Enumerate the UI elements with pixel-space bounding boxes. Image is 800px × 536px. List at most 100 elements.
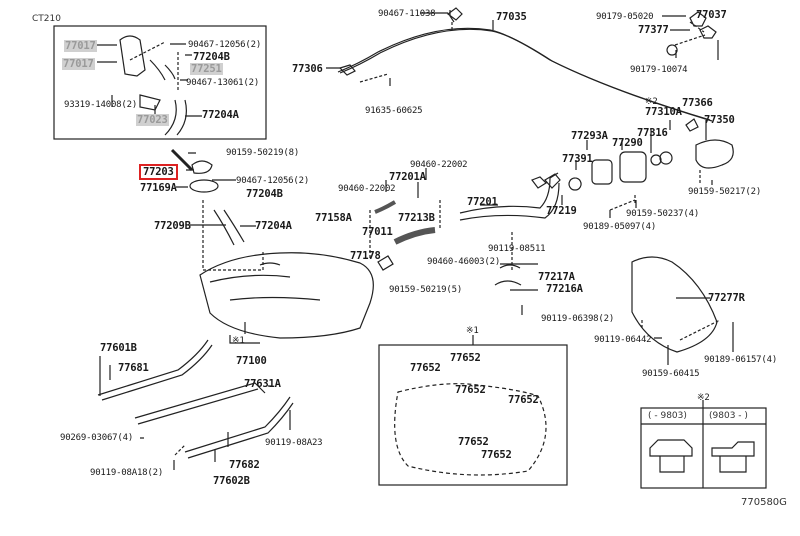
part-label-90189-05097[interactable]: 90189-05097(4) (583, 222, 657, 232)
part-label-90460-22002-left[interactable]: 90460-22002 (338, 184, 396, 194)
part-label-77100[interactable]: 77100 (236, 355, 267, 367)
gasket-shape (189, 179, 219, 193)
part-label-77201a[interactable]: 77201A (389, 171, 426, 183)
part-label-77203-selected[interactable]: 77203 (139, 164, 178, 180)
part-label-77682[interactable]: 77682 (229, 459, 260, 471)
part-label-93319-14008[interactable]: 93319-14008(2) (64, 100, 138, 110)
part-label-77391[interactable]: 77391 (562, 153, 593, 165)
part-label-90189-06157[interactable]: 90189-06157(4) (704, 355, 778, 365)
part-label-77681[interactable]: 77681 (118, 362, 149, 374)
part-label-77204a[interactable]: 77204A (255, 220, 292, 232)
cap-column-after-9803: (9803 - ) (709, 411, 748, 421)
part-label-77277r[interactable]: 77277R (708, 292, 745, 304)
cap-shape (659, 151, 673, 165)
part-label-90460-46003[interactable]: 90460-46003(2) (427, 257, 501, 267)
part-label-90467-13061[interactable]: 90467-13061(2) (186, 78, 260, 88)
part-label-90467-12056-inset[interactable]: 90467-12056(2) (188, 40, 262, 50)
breather-hose-shape (374, 200, 397, 214)
part-label-90269-03067[interactable]: 90269-03067(4) (60, 433, 134, 443)
note-1-tank: ※1 (232, 336, 245, 346)
part-label-90467-11038[interactable]: 90467-11038 (378, 9, 436, 19)
part-label-77316[interactable]: 77316 (637, 127, 668, 139)
lever-shape (338, 64, 356, 76)
band-front-shape (97, 339, 213, 401)
part-label-77377[interactable]: 77377 (638, 24, 669, 36)
part-label-77201[interactable]: 77201 (467, 196, 498, 208)
part-label-90159-50217[interactable]: 90159-50217(2) (688, 187, 762, 197)
inset-pads-frame (378, 344, 568, 486)
part-label-77601b[interactable]: 77601B (100, 342, 137, 354)
inset-tube-shape (164, 99, 187, 136)
part-label-77310a[interactable]: 77310A (645, 106, 682, 118)
pump-shape (191, 160, 213, 174)
part-label-77631a[interactable]: 77631A (244, 378, 281, 390)
cable-clip-shape (447, 7, 463, 21)
band-rear-shape (184, 396, 294, 459)
part-label-77652-6[interactable]: 77652 (481, 449, 512, 461)
cap-column-before-9803: ( - 9803) (648, 411, 687, 421)
valve-shape (377, 255, 394, 271)
inset-hose-shape (149, 59, 176, 81)
part-label-77017-a[interactable]: 77017 (64, 40, 97, 52)
part-label-77652-1[interactable]: 77652 (410, 362, 441, 374)
part-label-77217a[interactable]: 77217A (538, 271, 575, 283)
inset-ct210-frame (53, 25, 267, 140)
pump-arrow-shape (170, 148, 194, 172)
part-label-90119-08511[interactable]: 90119-08511 (488, 244, 546, 254)
inset-canister-shape (119, 35, 146, 77)
hinge-shape (685, 118, 699, 132)
inset-ct210-title: CT210 (32, 14, 61, 24)
clamp-shapes (494, 264, 522, 286)
part-label-77652-4[interactable]: 77652 (508, 394, 539, 406)
part-label-90460-22002-top[interactable]: 90460-22002 (410, 160, 468, 170)
lid-lock-shape (666, 11, 717, 56)
part-label-77213b[interactable]: 77213B (398, 212, 435, 224)
part-label-77293a[interactable]: 77293A (571, 130, 608, 142)
part-label-77023[interactable]: 77023 (136, 114, 169, 126)
part-label-77290[interactable]: 77290 (612, 137, 643, 149)
part-label-77366[interactable]: 77366 (682, 97, 713, 109)
part-label-77209b[interactable]: 77209B (154, 220, 191, 232)
cap-old-shape (649, 439, 693, 473)
tank-outline-dashed (394, 383, 547, 476)
part-label-77652-3[interactable]: 77652 (455, 384, 486, 396)
part-label-90159-60415[interactable]: 90159-60415 (642, 369, 700, 379)
part-label-77204b[interactable]: 77204B (246, 188, 283, 200)
part-label-77219[interactable]: 77219 (546, 205, 577, 217)
part-label-90179-05020[interactable]: 90179-05020 (596, 12, 654, 22)
part-label-77204a-inset[interactable]: 77204A (202, 109, 239, 121)
part-label-90159-50237[interactable]: 90159-50237(4) (626, 209, 700, 219)
part-label-77251[interactable]: 77251 (190, 63, 223, 75)
part-label-90179-10074[interactable]: 90179-10074 (630, 65, 688, 75)
housing-shape (619, 151, 647, 183)
pump-tube-shape (213, 209, 245, 246)
part-label-77037[interactable]: 77037 (696, 9, 727, 21)
part-label-77035[interactable]: 77035 (496, 11, 527, 23)
part-label-90119-08a23[interactable]: 90119-08A23 (265, 438, 323, 448)
part-label-91635-60625[interactable]: 91635-60625 (365, 106, 423, 116)
part-label-77306[interactable]: 77306 (292, 63, 323, 75)
part-label-77011[interactable]: 77011 (362, 226, 393, 238)
part-label-77216a[interactable]: 77216A (546, 283, 583, 295)
lid-shape (695, 139, 734, 169)
part-label-77652-2[interactable]: 77652 (450, 352, 481, 364)
part-label-77204b-inset[interactable]: 77204B (193, 51, 230, 63)
part-label-77652-5[interactable]: 77652 (458, 436, 489, 448)
filler-neck-shape (591, 159, 613, 185)
cap-new-shape (711, 441, 755, 473)
inset-bracket-shape (139, 94, 161, 111)
part-label-90119-06398[interactable]: 90119-06398(2) (541, 314, 615, 324)
part-label-77158a[interactable]: 77158A (315, 212, 352, 224)
part-label-90159-50219-5[interactable]: 90159-50219(5) (389, 285, 463, 295)
part-label-77017-b[interactable]: 77017 (62, 58, 95, 70)
figure-code: 770580G (741, 497, 787, 508)
part-label-90119-06442[interactable]: 90119-06442 (594, 335, 652, 345)
part-label-77602b[interactable]: 77602B (213, 475, 250, 487)
part-label-77350[interactable]: 77350 (704, 114, 735, 126)
part-label-90119-08a18[interactable]: 90119-08A18(2) (90, 468, 164, 478)
part-label-90159-50219-8[interactable]: 90159-50219(8) (226, 148, 300, 158)
fuel-tank-shape (199, 252, 374, 339)
part-label-77169a[interactable]: 77169A (140, 182, 177, 194)
part-label-77178[interactable]: 77178 (350, 250, 381, 262)
part-label-90467-12056[interactable]: 90467-12056(2) (236, 176, 310, 186)
